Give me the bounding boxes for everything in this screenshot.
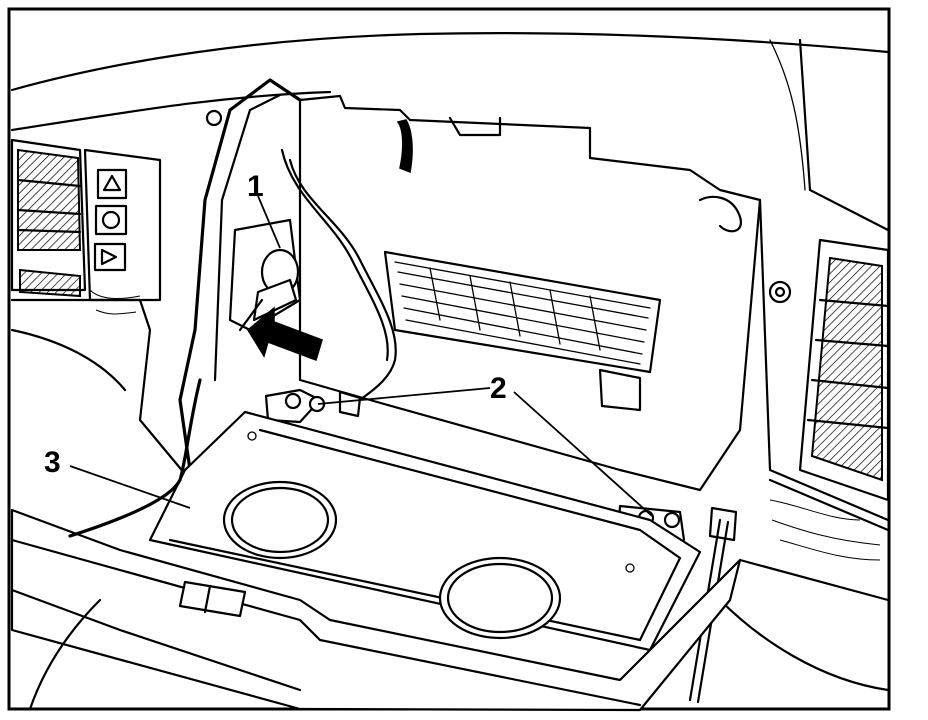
wiring-harness — [383, 250, 662, 412]
screw-icon — [284, 392, 302, 410]
callout-3: 3 — [44, 446, 61, 479]
leader-2a — [317, 387, 491, 405]
leader-1 — [257, 195, 281, 249]
switch-up-icon — [96, 168, 128, 200]
callout-leaders — [69, 195, 653, 517]
switch-knob-icon — [94, 204, 128, 236]
callout-1: 1 — [247, 170, 264, 203]
left-hinge — [264, 388, 362, 424]
screw-icon — [663, 511, 681, 529]
glove-box-opening-frame — [178, 78, 302, 472]
cup-holder-right — [438, 556, 562, 640]
cup-holder-left — [222, 480, 338, 560]
left-air-vent — [10, 138, 162, 302]
switch-right-icon — [93, 242, 127, 272]
leader-3 — [69, 465, 191, 509]
callout-2: 2 — [490, 372, 507, 405]
lid-front-rim — [10, 508, 742, 712]
right-dash-panel — [718, 198, 890, 692]
leader-2b — [513, 391, 653, 517]
lid-cable — [68, 378, 202, 538]
glove-box-lid — [148, 410, 730, 704]
push-direction-arrow — [247, 306, 323, 361]
lamp-cable — [280, 148, 397, 402]
glove-box-lamp — [228, 218, 302, 332]
left-dash-panel — [10, 289, 192, 482]
